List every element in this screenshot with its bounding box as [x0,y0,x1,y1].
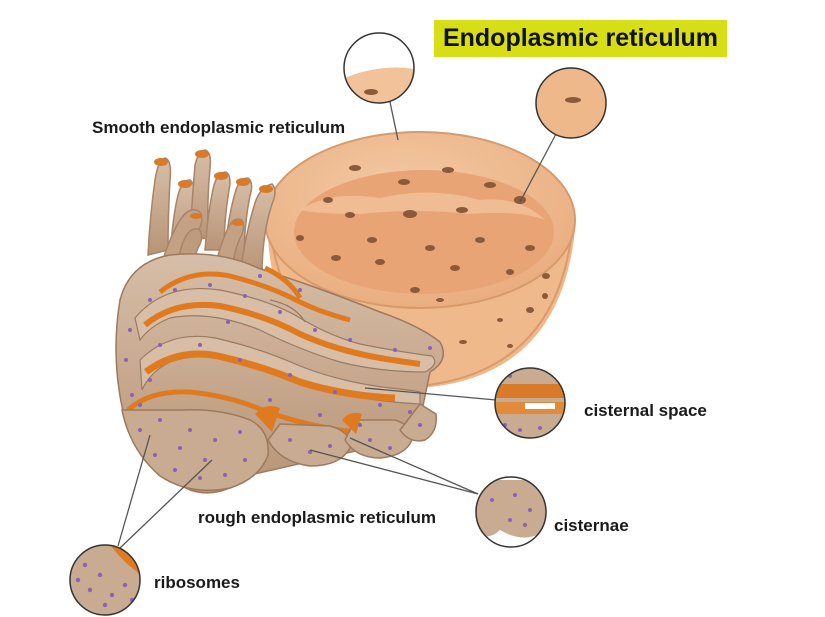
label-cisternal-space: cisternal space [584,401,707,420]
magnifier-ribosomes [69,544,141,616]
diagram-title: Endoplasmic reticulum [442,24,719,52]
rough-er-body [115,253,445,494]
smooth-er-tubules [147,149,276,283]
label-smooth-er: Smooth endoplasmic reticulum [92,118,346,137]
label-rough-er: rough endoplasmic reticulum [198,508,437,527]
nuclear-pores [296,165,550,348]
leader-lines [117,101,557,549]
label-ribosomes: ribosomes [154,573,240,592]
ribosome-dots [124,274,432,480]
title-highlight: Endoplasmic reticulum [434,20,727,57]
magnifier-nuclear-pore [535,67,607,139]
magnifier-cisternal-space [494,367,566,439]
magnifier-cisternae [475,476,547,548]
magnifier-nuclear-envelope [343,32,415,104]
label-cisternae: cisternae [554,516,629,535]
